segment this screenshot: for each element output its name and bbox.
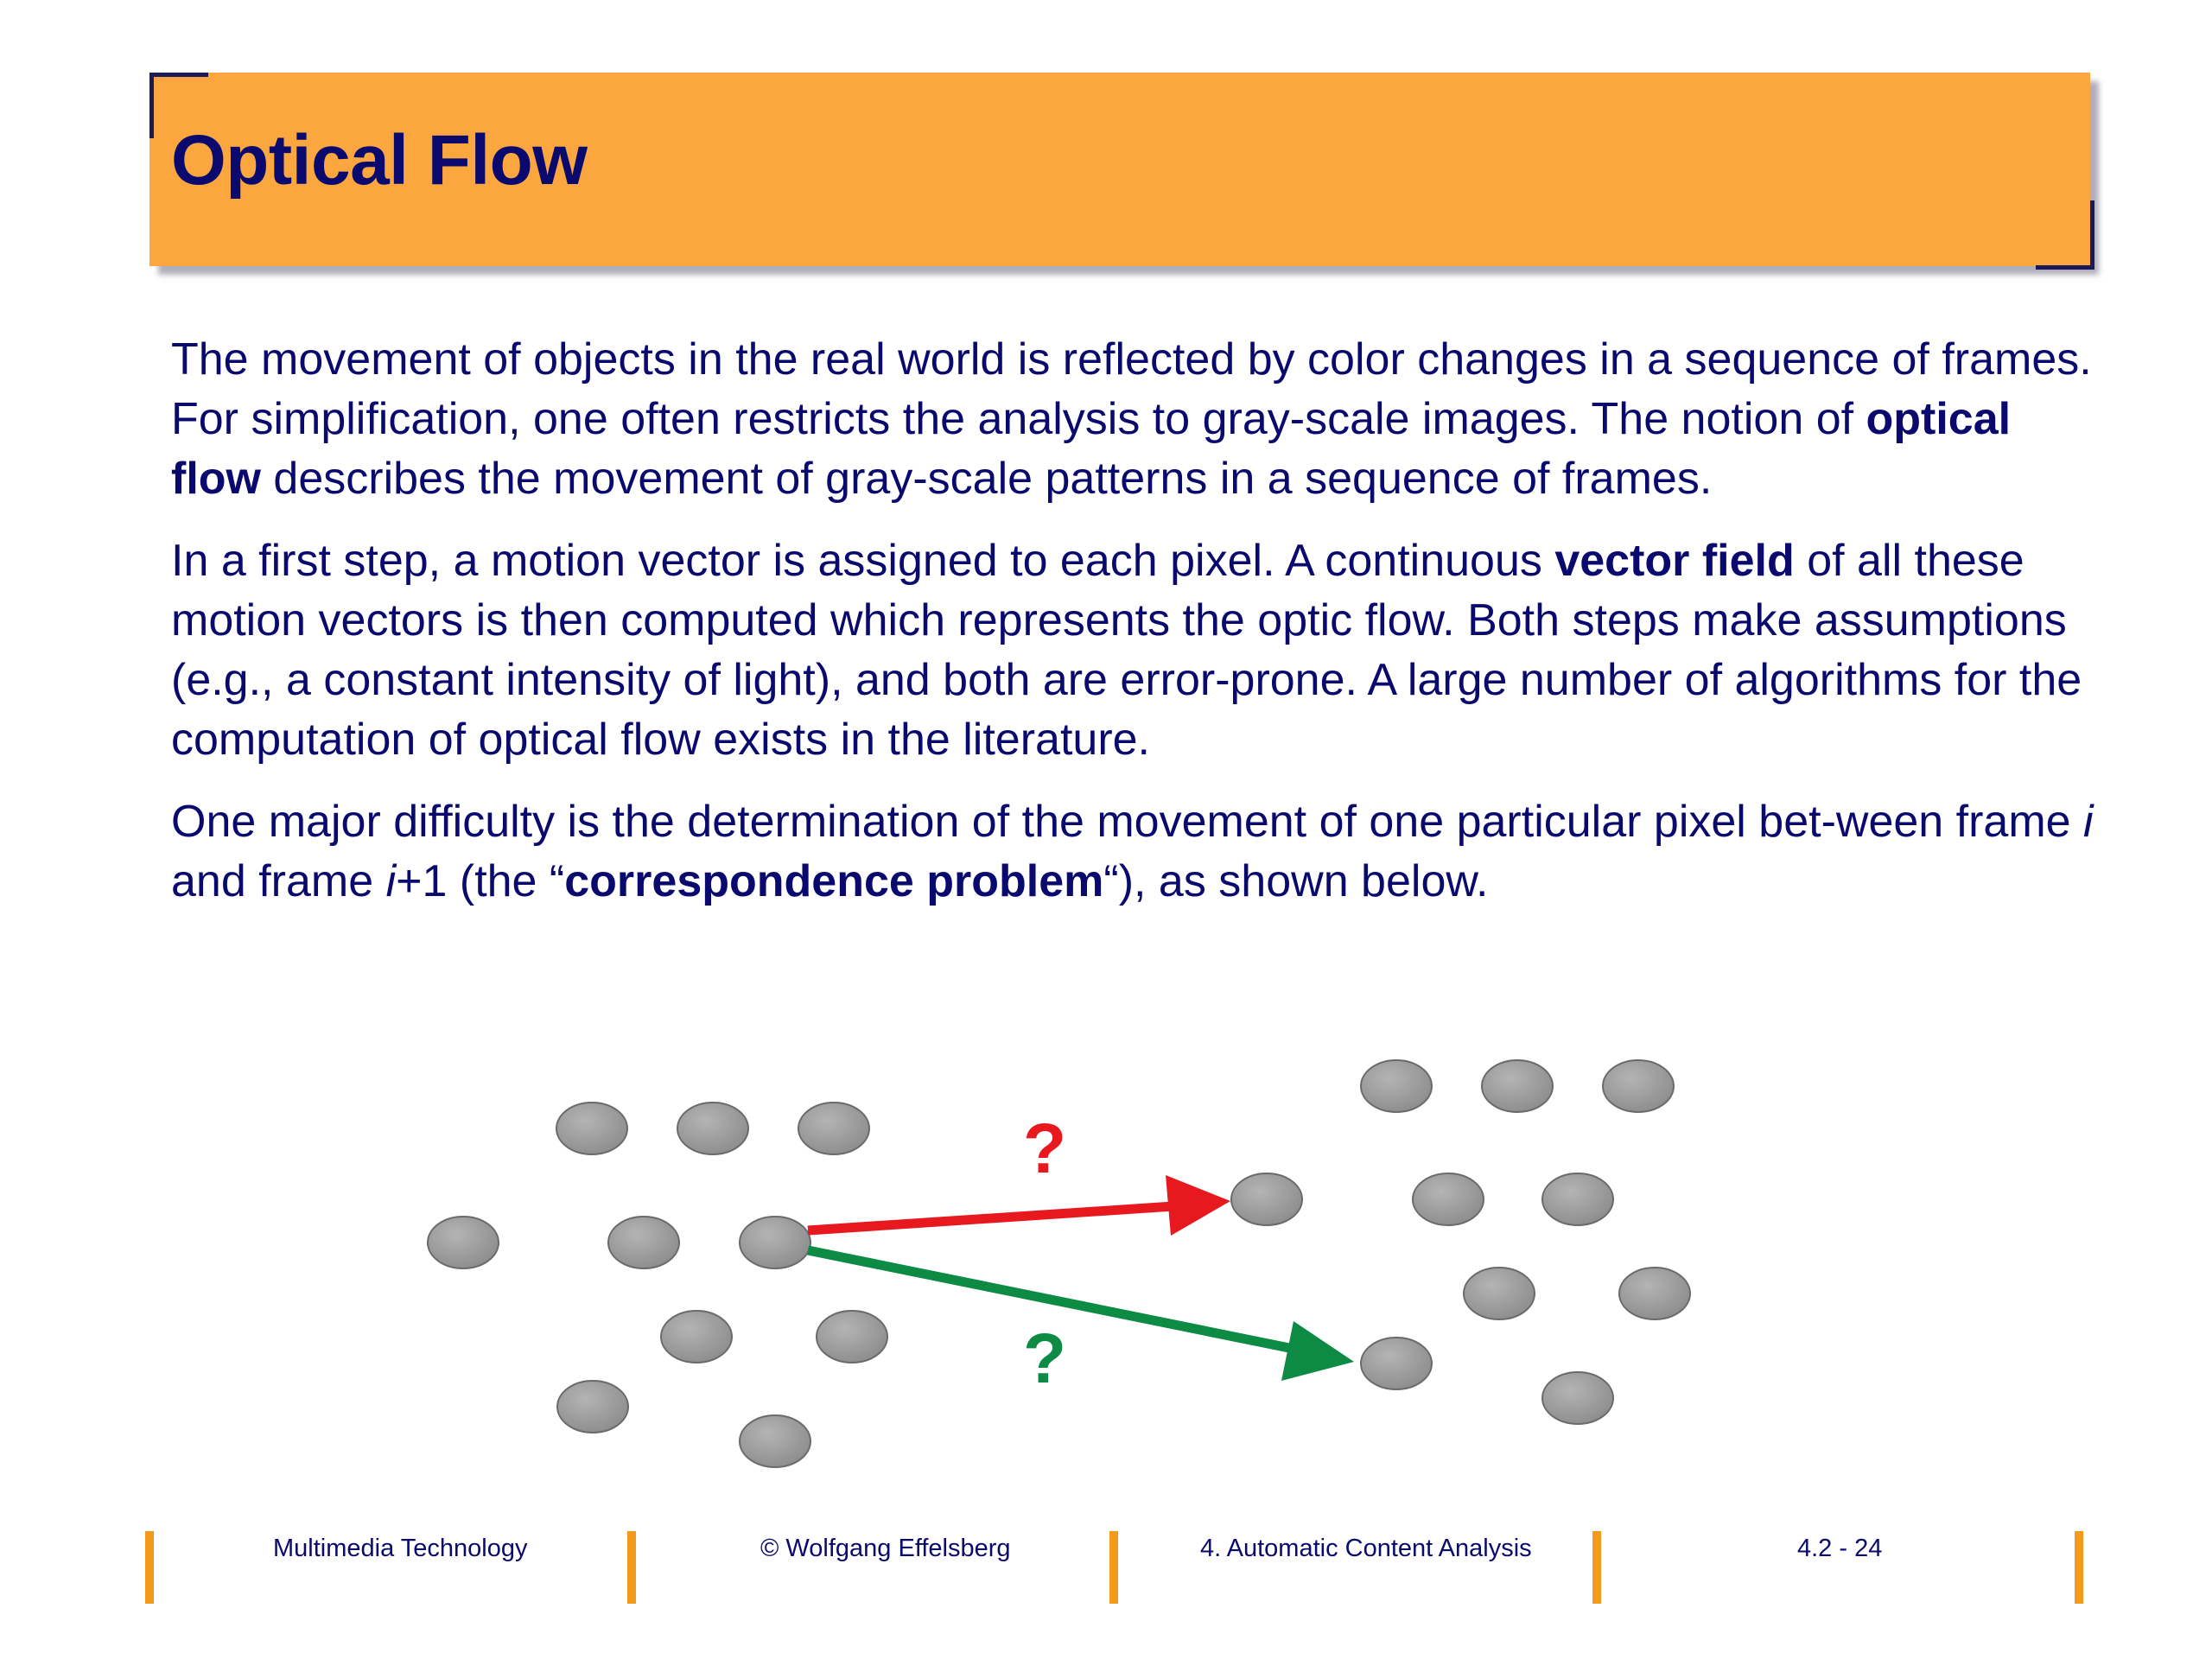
paragraph-3: One major difficulty is the determinatio… — [171, 792, 2098, 912]
footer-copyright: © Wolfgang Effelsberg — [760, 1535, 1011, 1562]
text-run: describes the movement of gray-scale pat… — [260, 454, 1713, 504]
pixel-dot — [427, 1216, 499, 1269]
bold-term: optical flow — [171, 394, 2012, 504]
text-run: One major difficulty is the determinatio… — [171, 797, 2084, 847]
text-run: and frame — [171, 856, 386, 906]
pixel-dot — [607, 1216, 680, 1269]
paragraph-2: In a first step, a motion vector is assi… — [171, 531, 2098, 770]
footer-divider — [1592, 1531, 1601, 1604]
pixel-dot — [1481, 1059, 1554, 1113]
title-corner-top-left — [149, 73, 208, 138]
green-question-mark: ? — [1023, 1319, 1066, 1398]
footer-divider — [1109, 1531, 1118, 1604]
footer-chapter: 4. Automatic Content Analysis — [1200, 1535, 1532, 1562]
pixel-dot-candidate-red — [1230, 1173, 1303, 1226]
pixel-dot — [1602, 1059, 1675, 1113]
title-corner-bottom-right — [2036, 200, 2094, 270]
text-run: In a first step, a motion vector is assi… — [171, 536, 1555, 586]
red-question-mark: ? — [1023, 1109, 1066, 1188]
text-run: The movement of objects in the real worl… — [171, 334, 2092, 444]
slide-body: The movement of objects in the real worl… — [171, 330, 2098, 934]
pixel-dot — [556, 1380, 629, 1433]
pixel-dot — [1463, 1267, 1535, 1320]
pixel-dot — [1618, 1267, 1691, 1320]
pixel-dot — [816, 1310, 888, 1363]
pixel-dot — [660, 1310, 733, 1363]
pixel-dot-candidate-green — [1360, 1337, 1433, 1390]
footer-divider — [627, 1531, 636, 1604]
footer-page-number: 4.2 - 24 — [1797, 1535, 1883, 1562]
bold-term: vector field — [1554, 536, 1795, 586]
italic-variable: i — [2083, 797, 2094, 847]
green-arrow — [806, 1245, 1354, 1381]
text-run: +1 (the “ — [396, 856, 565, 906]
title-bar — [149, 73, 2090, 266]
pixel-dot — [1412, 1173, 1484, 1226]
correspondence-diagram: ? ? — [427, 1059, 1691, 1468]
pixel-dot — [1541, 1371, 1614, 1425]
italic-variable: i — [385, 856, 397, 906]
pixel-dot — [798, 1102, 870, 1155]
pixel-dot — [677, 1102, 749, 1155]
footer-divider — [2075, 1531, 2083, 1604]
pixel-dot — [1360, 1059, 1433, 1113]
bold-term: correspondence problem — [564, 856, 1104, 906]
text-run: “), as shown below. — [1103, 856, 1489, 906]
slide-title: Optical Flow — [171, 121, 588, 200]
red-arrow — [807, 1175, 1230, 1236]
pixel-dot-tracked — [739, 1216, 811, 1269]
footer-course: Multimedia Technology — [273, 1535, 528, 1562]
pixel-dot — [556, 1102, 628, 1155]
frame-i-plus-1-pixels — [1230, 1059, 1691, 1425]
footer-divider — [145, 1531, 154, 1604]
text-run: of all these motion vectors is then comp… — [171, 536, 2082, 765]
paragraph-1: The movement of objects in the real worl… — [171, 330, 2098, 509]
pixel-dot — [739, 1414, 811, 1468]
frame-i-pixels — [427, 1102, 888, 1468]
pixel-dot — [1541, 1173, 1614, 1226]
